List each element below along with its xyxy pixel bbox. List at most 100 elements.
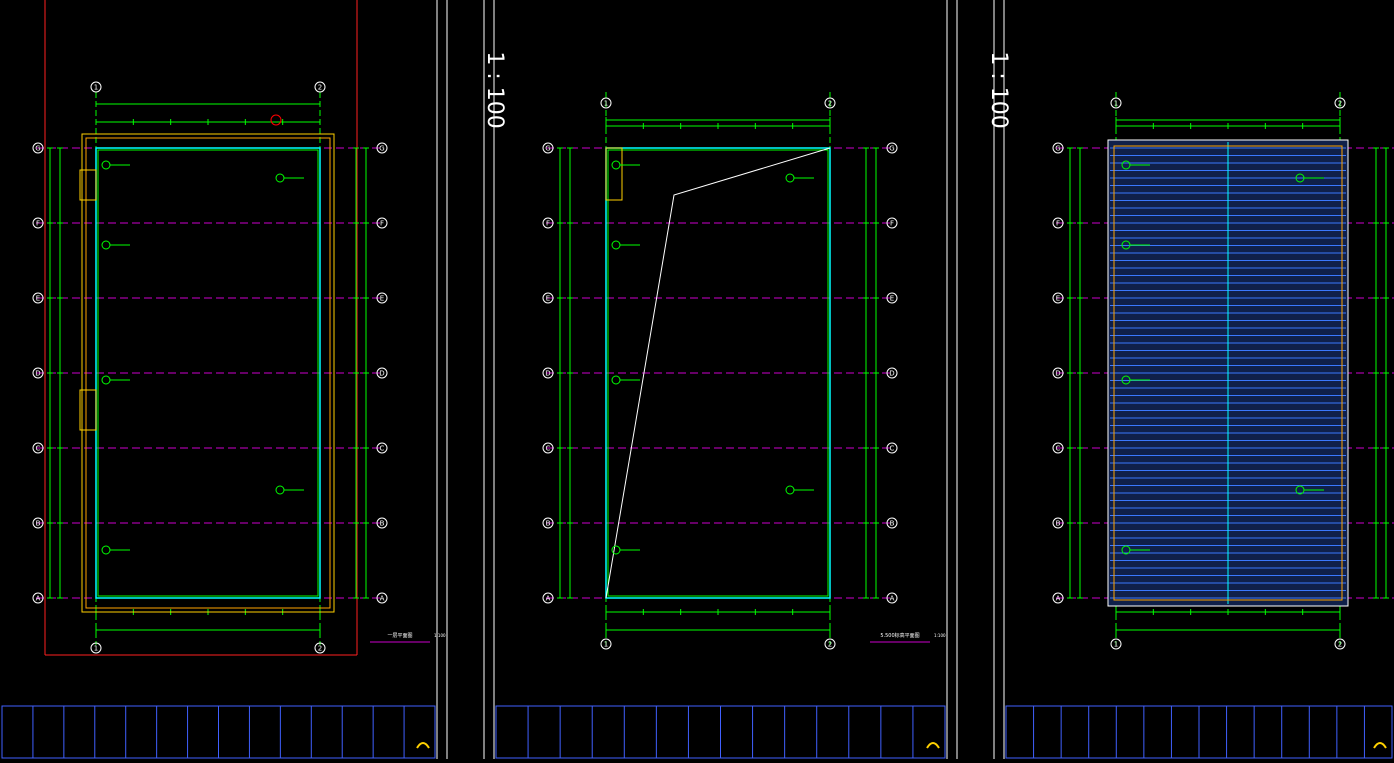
grid-bubble-label: 2 — [828, 641, 832, 649]
grid-bubble — [886, 592, 898, 604]
grid-bubble-label: G — [35, 145, 40, 153]
view-title: 一层平面图 — [387, 633, 412, 639]
callout-marker — [101, 160, 111, 170]
grid-bubble-label: B — [890, 520, 895, 528]
grid-bubble-label: D — [545, 370, 550, 378]
grid-bubble — [32, 592, 44, 604]
apron-outline — [85, 137, 331, 609]
grid-bubble-label: C — [380, 445, 385, 453]
grid-bubble-label: G — [1055, 145, 1060, 153]
grid-bubble-label: A — [36, 595, 41, 603]
grid-bubble-label: B — [380, 520, 385, 528]
company-logo — [416, 742, 430, 749]
grid-bubble-label: 1 — [1114, 100, 1118, 108]
grid-bubble — [542, 292, 554, 304]
company-logo — [926, 742, 940, 749]
grid-bubble — [1110, 97, 1122, 109]
grid-bubble — [886, 217, 898, 229]
grid-bubble — [90, 81, 102, 93]
slope-indicator-line — [605, 147, 831, 599]
callout-marker — [101, 545, 111, 555]
grid-bubble — [32, 517, 44, 529]
callout-marker — [101, 240, 111, 250]
callout-marker — [101, 375, 111, 385]
grid-bubble — [886, 142, 898, 154]
grid-bubble — [542, 217, 554, 229]
grid-bubble-label: E — [546, 295, 550, 303]
grid-bubble — [600, 97, 612, 109]
grid-bubble — [1052, 292, 1064, 304]
grid-bubble-label: B — [36, 520, 41, 528]
grid-bubble-label: E — [890, 295, 894, 303]
callout-marker — [785, 173, 795, 183]
company-logo — [1373, 742, 1387, 749]
grid-bubble-label: D — [35, 370, 40, 378]
grid-bubble — [32, 442, 44, 454]
wall-inner-outline — [607, 149, 829, 597]
door-frame — [79, 389, 97, 431]
wall-outline — [605, 147, 831, 599]
grid-bubble — [314, 642, 326, 654]
grid-bubble-label: D — [889, 370, 894, 378]
grid-bubble-label: A — [890, 595, 895, 603]
grid-bubble — [376, 367, 388, 379]
title-block — [1, 705, 436, 759]
grid-bubble — [90, 642, 102, 654]
side-scale-text: 1 : 100 — [482, 51, 507, 128]
grid-bubble-label: 2 — [318, 84, 322, 92]
grid-bubble-label: B — [546, 520, 551, 528]
grid-bubble-label: G — [545, 145, 550, 153]
grid-bubble-label: F — [546, 220, 550, 228]
grid-bubble — [886, 442, 898, 454]
grid-bubble — [824, 638, 836, 650]
grid-bubble-label: 2 — [318, 645, 322, 653]
grid-bubble — [1334, 638, 1346, 650]
grid-bubble — [542, 442, 554, 454]
grid-bubble-label: F — [1056, 220, 1060, 228]
grid-bubble-label: C — [1056, 445, 1061, 453]
grid-bubble-label: E — [380, 295, 384, 303]
title-block — [1005, 705, 1393, 759]
grid-bubble — [376, 217, 388, 229]
grid-bubble-label: E — [36, 295, 40, 303]
callout-marker — [611, 240, 621, 250]
grid-bubble-label: 1 — [604, 100, 608, 108]
grid-bubble-label: F — [890, 220, 894, 228]
stair-opening — [605, 147, 623, 201]
view-title: 5.500标高平面图 — [880, 632, 919, 639]
callout-marker — [275, 485, 285, 495]
grid-bubble-label: A — [1056, 595, 1061, 603]
grid-bubble-label: 1 — [94, 84, 98, 92]
wall-outline — [95, 147, 321, 599]
grid-bubble — [376, 592, 388, 604]
grid-bubble — [376, 517, 388, 529]
grid-bubble-label: 1 — [604, 641, 608, 649]
grid-bubble — [886, 367, 898, 379]
grid-bubble-label: C — [890, 445, 895, 453]
grid-bubble-label: A — [546, 595, 551, 603]
grid-bubble — [1334, 97, 1346, 109]
callout-marker — [611, 375, 621, 385]
grid-bubble-label: F — [36, 220, 40, 228]
section-mark — [270, 114, 282, 126]
grid-bubble-label: C — [546, 445, 551, 453]
callout-marker — [275, 173, 285, 183]
grid-bubble-label: G — [379, 145, 384, 153]
grid-bubble-label: 2 — [828, 100, 832, 108]
grid-bubble — [1110, 638, 1122, 650]
grid-bubble — [600, 638, 612, 650]
grid-bubble — [1052, 442, 1064, 454]
grid-bubble-label: E — [1056, 295, 1060, 303]
side-scale-text: 1 : 100 — [986, 51, 1011, 128]
grid-bubble-label: 1 — [94, 645, 98, 653]
grid-bubble — [32, 217, 44, 229]
callout-marker — [785, 485, 795, 495]
grid-bubble-label: F — [380, 220, 384, 228]
gutter-outline — [1113, 145, 1343, 601]
grid-bubble — [824, 97, 836, 109]
view-scale: 1:100 — [934, 633, 946, 638]
